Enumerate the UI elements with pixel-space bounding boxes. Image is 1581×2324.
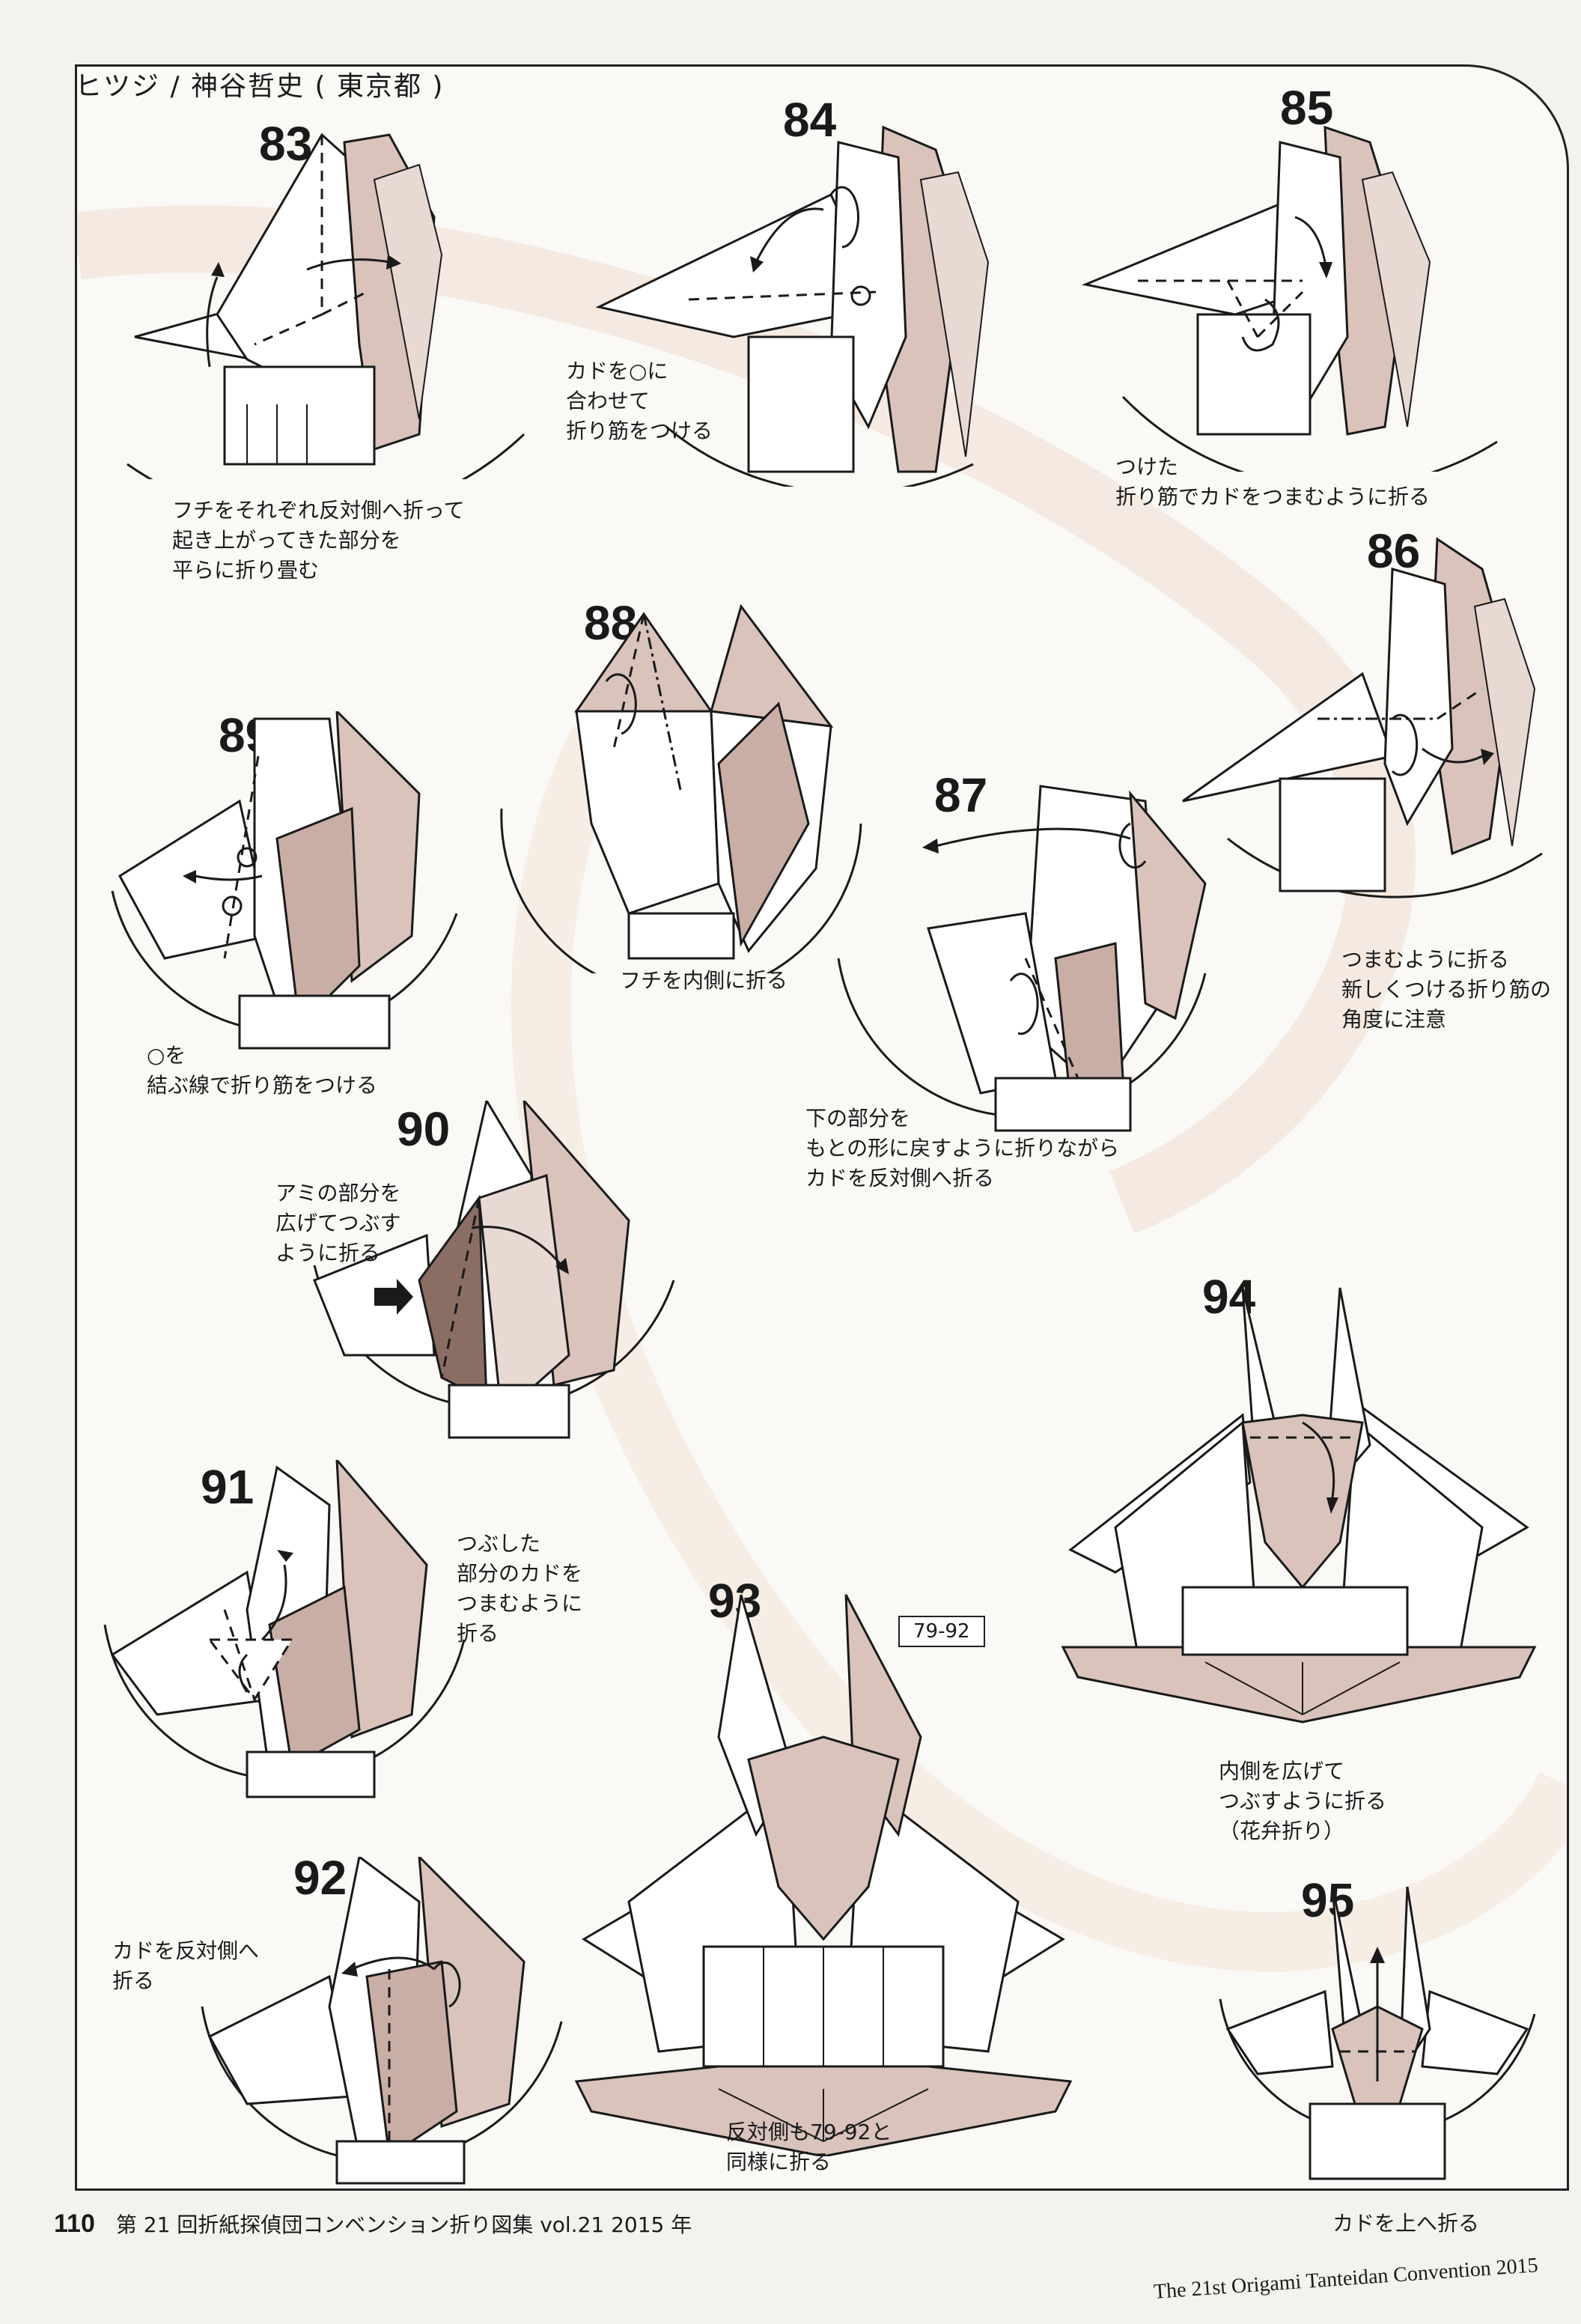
diagram-88 bbox=[494, 599, 868, 973]
diagram-94 bbox=[1055, 1273, 1542, 1752]
note-88: フチを内側に折る bbox=[620, 966, 788, 996]
note-83: フチをそれぞれ反対側へ折って 起き上がってきた部分を 平らに折り畳む bbox=[172, 496, 465, 585]
note-87: 下の部分を もとの形に戻すように折りながら カドを反対側へ折る bbox=[805, 1104, 1119, 1193]
note-90: アミの部分を 広げてつぶす ように折る bbox=[275, 1178, 400, 1268]
diagram-93 bbox=[569, 1587, 1078, 2156]
diagram-90 bbox=[299, 1101, 689, 1445]
diagram-85 bbox=[1078, 112, 1527, 472]
note-94: 内側を広げて つぶすように折る （花弁折り） bbox=[1219, 1756, 1386, 1846]
note-91: つぶした 部分のカドを つまむように 折る bbox=[457, 1529, 582, 1649]
note-85: つけた 折り筋でカドをつまむように折る bbox=[1115, 452, 1430, 512]
note-92: カドを反対側へ 折る bbox=[112, 1936, 259, 1996]
diagram-86 bbox=[1168, 524, 1557, 913]
footer-publication: 110 第 21 回折紙探偵団コンベンション折り図集 vol.21 2015 年 bbox=[54, 2209, 692, 2239]
diagram-91 bbox=[97, 1460, 472, 1804]
footer-english-title: The 21st Origami Tanteidan Convention 20… bbox=[1153, 2254, 1539, 2305]
diagram-83 bbox=[120, 120, 539, 479]
note-84: カドを○に 合わせて 折り筋をつける bbox=[566, 356, 713, 446]
diagram-95 bbox=[1213, 1879, 1542, 2194]
page-header: ヒツジ / 神谷哲史 ( 東京都 ) bbox=[75, 64, 444, 103]
note-86: つまむように折る 新しくつける折り筋の 角度に注意 bbox=[1341, 945, 1551, 1035]
diagram-87 bbox=[831, 779, 1220, 1138]
publication-title: 第 21 回折紙探偵団コンベンション折り図集 vol.21 2015 年 bbox=[116, 2212, 692, 2237]
note-93: 反対側も79-92と 同様に折る bbox=[726, 2117, 892, 2177]
diagram-89 bbox=[105, 711, 464, 1056]
note-95: カドを上へ折る bbox=[1332, 2209, 1479, 2239]
diagram-92 bbox=[195, 1857, 569, 2186]
note-89: ○を 結ぶ線で折り筋をつける bbox=[147, 1041, 377, 1101]
page-number: 110 bbox=[54, 2209, 95, 2238]
